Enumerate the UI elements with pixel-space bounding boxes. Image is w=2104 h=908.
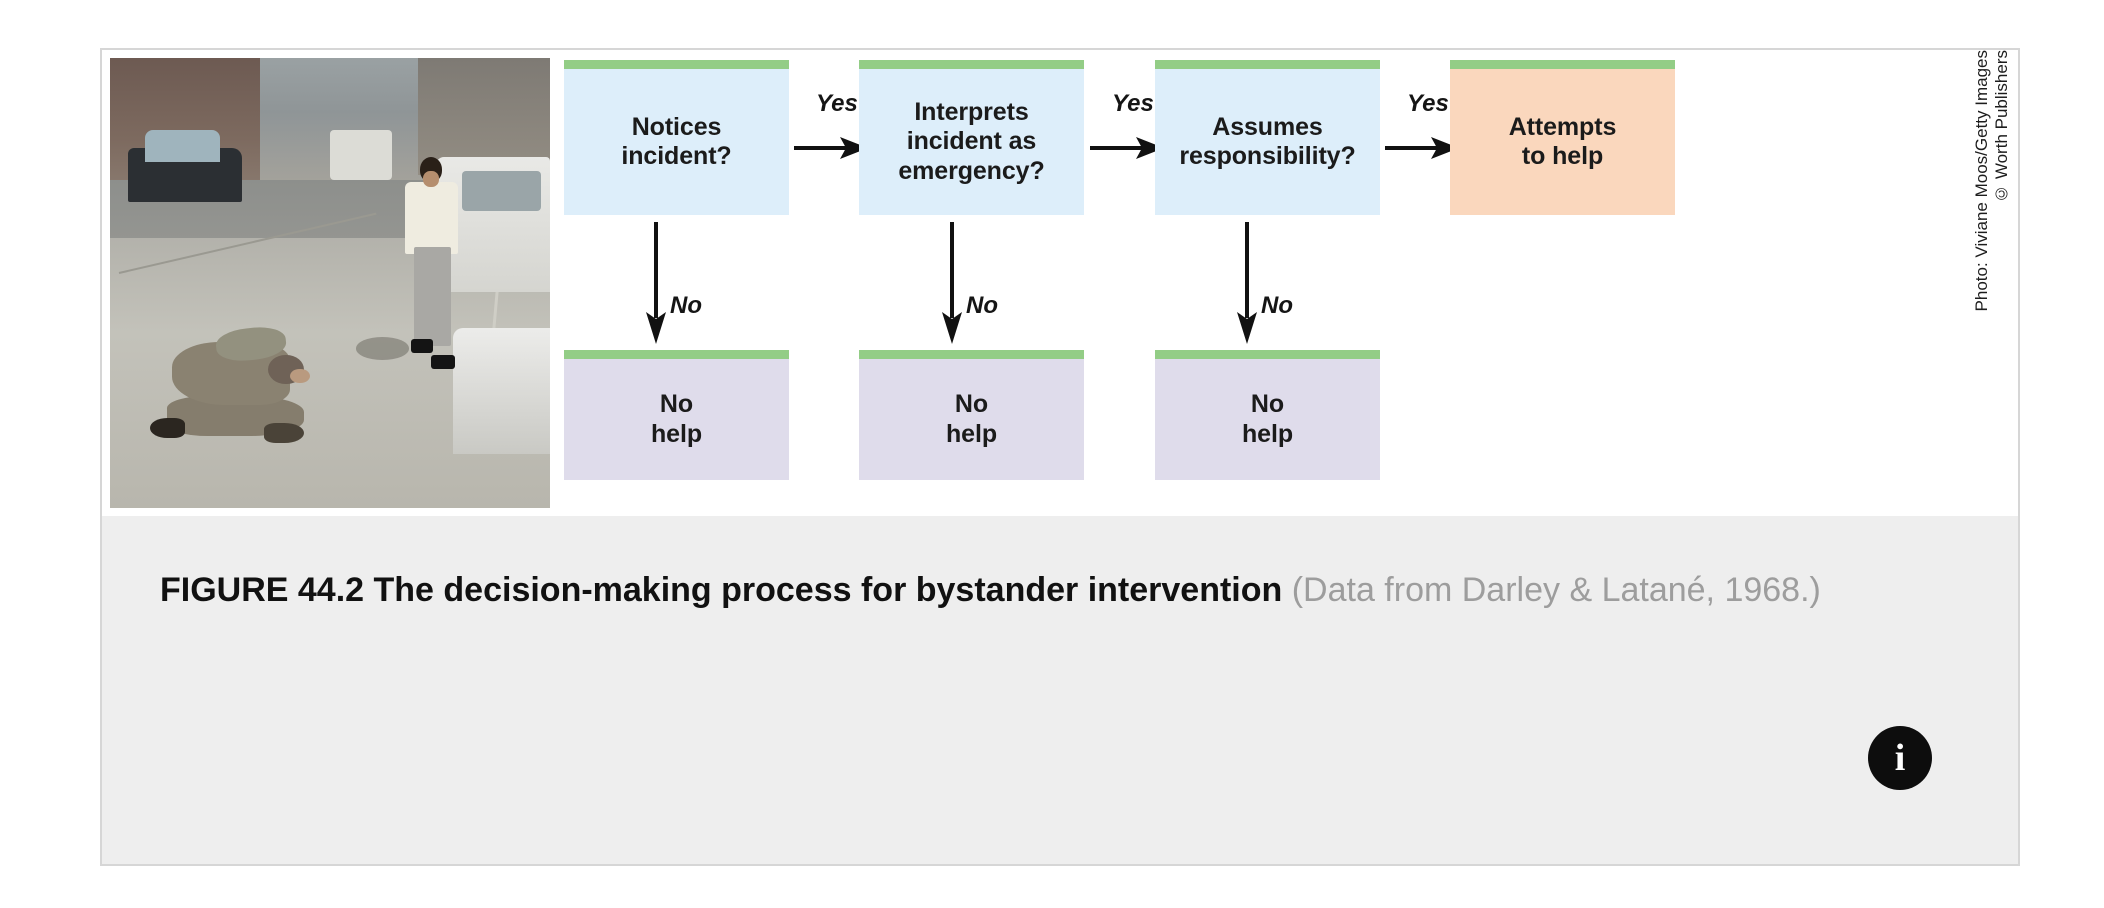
arrow-no-notices-to-nohelp: [643, 222, 673, 344]
photo-parked-car-left-2: [145, 130, 220, 162]
flow-node-assumes-responsibility: Assumes responsibility?: [1155, 60, 1380, 215]
decision-flowchart: Notices incident? Yes Interprets inciden…: [102, 50, 2018, 516]
arrow-no-interprets-to-nohelp: [939, 222, 969, 344]
flow-node-no-help-3: No help: [1155, 350, 1380, 480]
flow-node-attempts-to-help: Attempts to help: [1450, 60, 1675, 215]
figure-container: Notices incident? Yes Interprets inciden…: [100, 48, 2020, 866]
photo-lying-person-hand: [290, 368, 311, 383]
info-icon[interactable]: i: [1868, 726, 1932, 790]
photo-pavement-stain: [356, 337, 410, 360]
flow-label-yes-3: Yes: [1407, 90, 1449, 117]
photo-white-car: [453, 328, 550, 454]
bystander-photo: [110, 58, 550, 508]
figure-artwork-area: Notices incident? Yes Interprets inciden…: [102, 50, 2018, 516]
flow-label-no-1: No: [670, 292, 702, 319]
photo-credit-line-1: Photo: Viviane Moos/Getty Images: [1972, 50, 1991, 312]
flow-label-no-3: No: [1261, 292, 1293, 319]
photo-walking-man-shirt: [404, 181, 458, 254]
photo-lying-person-shoe-left: [149, 418, 185, 439]
arrow-no-assumes-to-nohelp: [1234, 222, 1264, 344]
figure-caption-panel: FIGURE 44.2 The decision-making process …: [102, 516, 2018, 864]
flow-label-yes-2: Yes: [1112, 90, 1154, 117]
arrow-yes-interprets-to-assumes: [1090, 128, 1164, 168]
flow-node-no-help-1: No help: [564, 350, 789, 480]
arrow-yes-notices-to-interprets: [794, 128, 868, 168]
flow-node-interprets-emergency: Interprets incident as emergency?: [859, 60, 1084, 215]
flow-node-no-help-2: No help: [859, 350, 1084, 480]
flow-label-no-2: No: [966, 292, 998, 319]
photo-building-right: [418, 58, 550, 175]
photo-credit: Photo: Viviane Moos/Getty Images © Worth…: [1972, 50, 2014, 508]
photo-distant-truck: [330, 130, 392, 180]
flow-label-yes-1: Yes: [816, 90, 858, 117]
flow-node-notices-incident: Notices incident?: [564, 60, 789, 215]
photo-walking-man-pants: [413, 247, 451, 346]
figure-caption-source: (Data from Darley & Latané, 1968.): [1282, 571, 1821, 609]
arrow-yes-assumes-to-attempts: [1385, 128, 1459, 168]
photo-walking-man-shoe-right: [431, 355, 455, 369]
figure-caption-title: FIGURE 44.2 The decision-making process …: [160, 571, 1283, 609]
photo-walking-man-shoe-left: [410, 339, 433, 353]
photo-van-window: [462, 170, 542, 211]
photo-lying-person-shoe-right: [264, 422, 304, 443]
figure-caption: FIGURE 44.2 The decision-making process …: [160, 564, 1880, 617]
photo-credit-line-2: © Worth Publishers: [1991, 50, 2011, 203]
info-icon-glyph: i: [1894, 737, 1906, 779]
photo-scene: [110, 58, 550, 508]
photo-walking-man-face: [423, 170, 440, 187]
